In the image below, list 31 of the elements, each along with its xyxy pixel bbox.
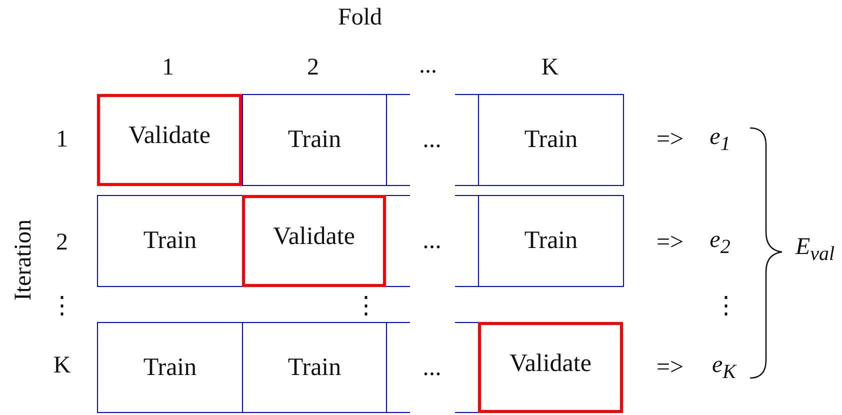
row-number: 1 xyxy=(56,126,68,154)
validate-box: Validate xyxy=(478,322,623,413)
total-error: E$_{val}$ xyxy=(795,234,835,266)
train-box: Train xyxy=(97,322,243,413)
ellipsis-cell: ... xyxy=(386,94,478,186)
train-box: Train xyxy=(97,195,243,287)
train-box: Train xyxy=(242,322,387,413)
ellipsis-cell: ... xyxy=(386,195,478,287)
error-term: e$_{2}$ xyxy=(710,227,730,259)
train-box: Train xyxy=(242,94,387,186)
vertical-ellipsis: ⋮ xyxy=(50,292,74,320)
column-number: K xyxy=(541,54,559,82)
axis-title: Fold xyxy=(338,4,382,32)
column-number: 2 xyxy=(307,54,319,82)
axis-title: Iteration xyxy=(10,219,38,301)
error-term: e$_{K}$ xyxy=(712,352,736,384)
train-box: Train xyxy=(478,195,624,287)
row-number: 2 xyxy=(56,230,68,256)
train-box: Train xyxy=(478,94,624,186)
row-number: K xyxy=(53,352,71,380)
validate-box: Validate xyxy=(242,195,386,287)
implies-sign: => xyxy=(656,354,684,382)
implies-sign: => xyxy=(656,126,684,154)
ellipsis: ... xyxy=(419,52,437,80)
implies-sign: => xyxy=(656,230,684,256)
error-term: e$_{1}$ xyxy=(710,124,730,156)
column-number: 1 xyxy=(162,54,174,82)
vertical-ellipsis: ⋮ xyxy=(354,292,378,320)
validate-box: Validate xyxy=(97,94,242,186)
vertical-ellipsis: ⋮ xyxy=(714,292,738,320)
ellipsis-cell: ... xyxy=(386,322,478,413)
